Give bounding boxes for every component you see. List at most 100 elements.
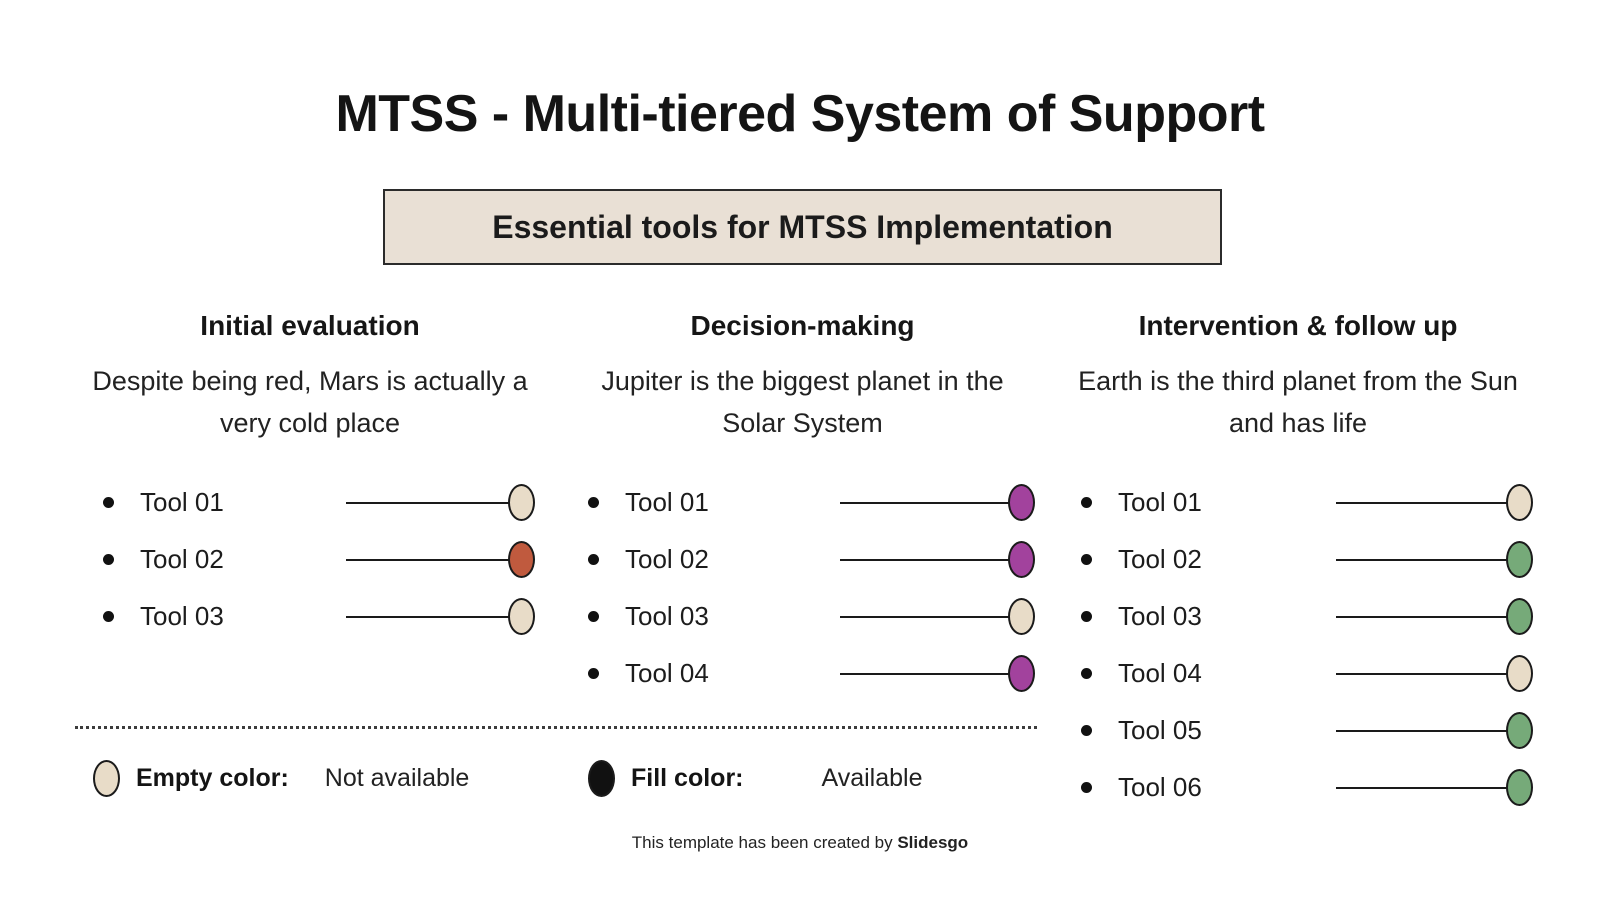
status-ellipse-icon bbox=[1506, 484, 1533, 521]
dotted-separator-line bbox=[75, 726, 1037, 729]
legend-label: Fill color: bbox=[631, 764, 744, 792]
legend-value: Not available bbox=[324, 764, 470, 792]
tool-left: Tool 01 bbox=[85, 487, 346, 518]
column-description: Despite being red, Mars is actually a ve… bbox=[92, 366, 528, 438]
status-ellipse-icon bbox=[1506, 712, 1533, 749]
status-ellipse-icon bbox=[1506, 769, 1533, 806]
status-ellipse-icon bbox=[1506, 598, 1533, 635]
status-ellipse-icon bbox=[1008, 484, 1035, 521]
bullet-icon bbox=[103, 497, 114, 508]
tool-label: Tool 02 bbox=[625, 544, 709, 574]
tool-left: Tool 02 bbox=[570, 544, 840, 575]
bullet-icon bbox=[1081, 782, 1092, 793]
column-heading: Decision-making bbox=[690, 310, 915, 341]
tool-label: Tool 02 bbox=[1118, 544, 1202, 574]
tool-row: Tool 03 bbox=[1063, 598, 1533, 635]
tool-meter bbox=[1335, 484, 1533, 521]
tool-meter bbox=[1335, 769, 1533, 806]
tool-row: Tool 01 bbox=[1063, 484, 1533, 521]
tool-left: Tool 01 bbox=[570, 487, 840, 518]
tool-label: Tool 03 bbox=[140, 601, 224, 631]
tool-left: Tool 03 bbox=[1063, 601, 1336, 632]
tool-meter bbox=[346, 598, 535, 635]
tool-label: Tool 01 bbox=[140, 487, 224, 517]
connector-line bbox=[839, 615, 1009, 618]
connector-line bbox=[839, 558, 1009, 561]
slide-title: MTSS - Multi-tiered System of Support bbox=[335, 85, 1265, 143]
column-initial-evaluation: Initial evaluation Despite being red, Ma… bbox=[85, 306, 535, 655]
tool-list: Tool 01 Tool 02 Tool 03 Tool 04 bbox=[570, 484, 1035, 692]
bullet-icon bbox=[588, 611, 599, 622]
tool-row: Tool 05 bbox=[1063, 712, 1533, 749]
tool-left: Tool 03 bbox=[85, 601, 346, 632]
bullet-icon bbox=[1081, 554, 1092, 565]
tool-row: Tool 03 bbox=[570, 598, 1035, 635]
tool-label: Tool 02 bbox=[140, 544, 224, 574]
bullet-icon bbox=[1081, 668, 1092, 679]
legend-item-fill-color: Fill color: Available bbox=[588, 760, 923, 797]
tool-label: Tool 01 bbox=[625, 487, 709, 517]
status-ellipse-icon bbox=[1008, 541, 1035, 578]
column-description: Jupiter is the biggest planet in the Sol… bbox=[601, 366, 1004, 438]
tool-meter bbox=[1335, 541, 1533, 578]
tool-label: Tool 05 bbox=[1118, 715, 1202, 745]
bullet-icon bbox=[588, 668, 599, 679]
tool-label: Tool 04 bbox=[1118, 658, 1202, 688]
status-ellipse-icon bbox=[1008, 598, 1035, 635]
tool-meter bbox=[839, 598, 1035, 635]
tool-row: Tool 04 bbox=[570, 655, 1035, 692]
connector-line bbox=[346, 501, 509, 504]
connector-line bbox=[839, 501, 1009, 504]
legend-value: Available bbox=[821, 764, 923, 792]
bullet-icon bbox=[103, 611, 114, 622]
subtitle-text: Essential tools for MTSS Implementation bbox=[492, 208, 1113, 245]
empty-color-dot-icon bbox=[93, 760, 120, 797]
status-ellipse-icon bbox=[1008, 655, 1035, 692]
tool-row: Tool 01 bbox=[570, 484, 1035, 521]
tool-row: Tool 01 bbox=[85, 484, 535, 521]
column-intervention-follow-up: Intervention & follow up Earth is the th… bbox=[1063, 306, 1533, 826]
tool-left: Tool 06 bbox=[1063, 772, 1336, 803]
bullet-icon bbox=[1081, 497, 1092, 508]
tool-meter bbox=[1335, 598, 1533, 635]
status-ellipse-icon bbox=[508, 598, 535, 635]
tool-label: Tool 04 bbox=[625, 658, 709, 688]
tool-row: Tool 02 bbox=[570, 541, 1035, 578]
status-ellipse-icon bbox=[1506, 541, 1533, 578]
tool-row: Tool 02 bbox=[85, 541, 535, 578]
tool-list: Tool 01 Tool 02 Tool 03 bbox=[85, 484, 535, 635]
tool-meter bbox=[346, 484, 535, 521]
footer-brand: Slidesgo bbox=[897, 833, 969, 852]
tool-left: Tool 02 bbox=[1063, 544, 1336, 575]
connector-line bbox=[346, 615, 509, 618]
tool-meter bbox=[839, 541, 1035, 578]
column-decision-making: Decision-making Jupiter is the biggest p… bbox=[570, 306, 1035, 712]
tool-left: Tool 02 bbox=[85, 544, 346, 575]
tool-left: Tool 04 bbox=[1063, 658, 1336, 689]
tool-row: Tool 03 bbox=[85, 598, 535, 635]
footer-credit: This template has been created by Slides… bbox=[0, 833, 1600, 853]
tool-left: Tool 03 bbox=[570, 601, 840, 632]
bullet-icon bbox=[1081, 725, 1092, 736]
tool-label: Tool 03 bbox=[1118, 601, 1202, 631]
bullet-icon bbox=[103, 554, 114, 565]
connector-line bbox=[839, 672, 1009, 675]
tool-meter bbox=[346, 541, 535, 578]
tool-row: Tool 04 bbox=[1063, 655, 1533, 692]
tool-left: Tool 05 bbox=[1063, 715, 1336, 746]
bullet-icon bbox=[1081, 611, 1092, 622]
tool-meter bbox=[839, 655, 1035, 692]
connector-line bbox=[1335, 558, 1507, 561]
tool-left: Tool 04 bbox=[570, 658, 840, 689]
subtitle-box: Essential tools for MTSS Implementation bbox=[383, 189, 1222, 265]
bullet-icon bbox=[588, 554, 599, 565]
column-heading: Intervention & follow up bbox=[1138, 310, 1458, 341]
status-ellipse-icon bbox=[1506, 655, 1533, 692]
connector-line bbox=[1335, 615, 1507, 618]
legend-label: Empty color: bbox=[136, 764, 289, 792]
footer-credit-text: This template has been created by bbox=[631, 833, 898, 852]
column-heading: Initial evaluation bbox=[200, 310, 420, 341]
status-ellipse-icon bbox=[508, 541, 535, 578]
tool-meter bbox=[1335, 712, 1533, 749]
